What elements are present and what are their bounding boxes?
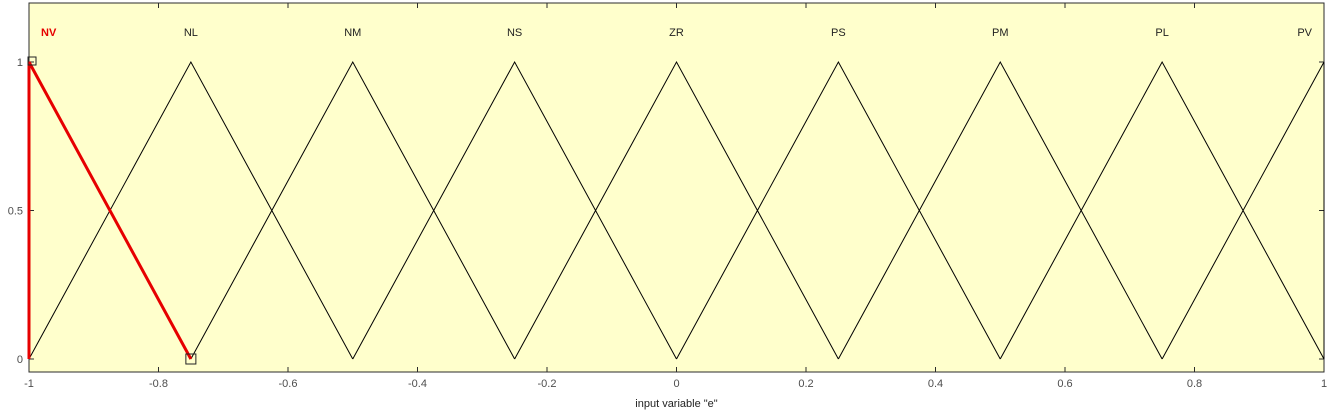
mf-line-nv[interactable] bbox=[27, 61, 193, 360]
mf-label-pm[interactable]: PM bbox=[992, 27, 1009, 39]
vertex-handle[interactable] bbox=[185, 353, 197, 365]
mf-label-nm[interactable]: NM bbox=[344, 27, 361, 39]
mf-label-zr[interactable]: ZR bbox=[669, 27, 684, 39]
mf-label-nl[interactable]: NL bbox=[184, 27, 198, 39]
x-tick-label: -0.4 bbox=[408, 378, 427, 390]
mf-line-pl[interactable] bbox=[999, 60, 1325, 360]
y-tick-label: 1 bbox=[17, 57, 23, 69]
mf-label-nv[interactable]: NV bbox=[41, 27, 57, 39]
x-tick-label: -0.2 bbox=[538, 378, 557, 390]
mf-line-nm[interactable] bbox=[190, 60, 516, 360]
x-tick-label: 0 bbox=[673, 378, 679, 390]
mf-line-ps[interactable] bbox=[676, 60, 1001, 360]
mf-label-pl[interactable]: PL bbox=[1155, 27, 1168, 39]
mf-line-nl[interactable] bbox=[28, 60, 354, 360]
mf-line-pv[interactable] bbox=[1161, 61, 1325, 360]
x-tick-label: 0.8 bbox=[1187, 378, 1202, 390]
x-tick-label: 0.2 bbox=[798, 378, 813, 390]
x-tick-label: -0.6 bbox=[279, 378, 298, 390]
x-axis-title: input variable "e" bbox=[635, 398, 718, 410]
x-tick-label: 1 bbox=[1321, 378, 1327, 390]
x-tick-label: 0.6 bbox=[1057, 378, 1072, 390]
vertex-handle[interactable] bbox=[27, 56, 37, 66]
mf-line-zr[interactable] bbox=[514, 60, 839, 360]
mf-label-pv[interactable]: PV bbox=[1297, 27, 1312, 39]
x-tick-label: -0.8 bbox=[149, 378, 168, 390]
mf-line-pm[interactable] bbox=[837, 60, 1163, 360]
mf-line-ns[interactable] bbox=[352, 60, 677, 360]
y-tick-label: 0 bbox=[17, 354, 23, 366]
mf-label-ps[interactable]: PS bbox=[831, 27, 846, 39]
mf-label-ns[interactable]: NS bbox=[507, 27, 522, 39]
plot-area bbox=[28, 2, 1325, 373]
x-tick-label: 0.4 bbox=[928, 378, 943, 390]
x-tick-label: -1 bbox=[24, 378, 34, 390]
y-tick-label: 0.5 bbox=[8, 206, 23, 218]
